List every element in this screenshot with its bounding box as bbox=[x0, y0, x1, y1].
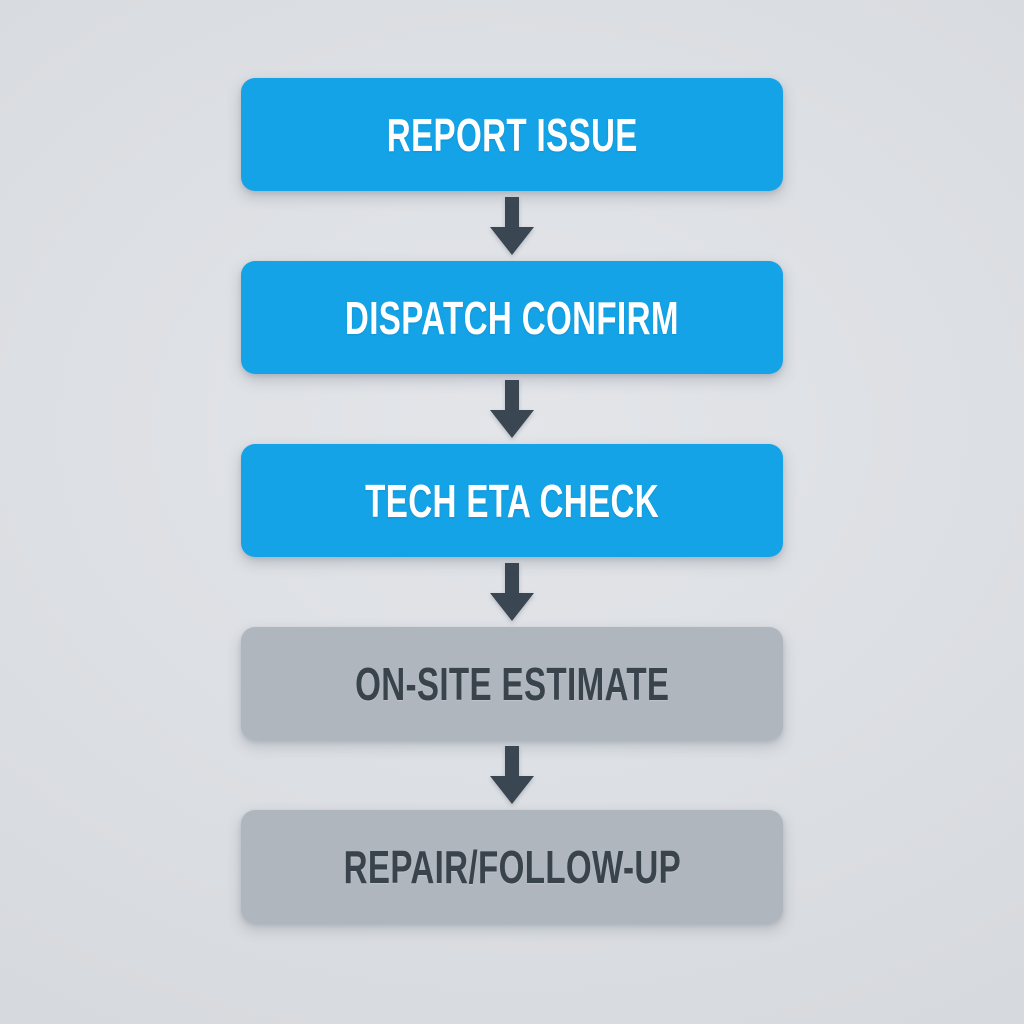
step-tech-eta-check: TECH ETA CHECK bbox=[241, 444, 783, 557]
step-repair-follow-up: REPAIR/FOLLOW-UP bbox=[241, 810, 783, 923]
flowchart: REPORT ISSUE DISPATCH CONFIRM TECH ETA C… bbox=[241, 78, 783, 923]
connector bbox=[489, 191, 535, 261]
step-dispatch-confirm: DISPATCH CONFIRM bbox=[241, 261, 783, 374]
down-arrow-icon bbox=[490, 746, 534, 804]
down-arrow-icon bbox=[490, 380, 534, 438]
connector bbox=[489, 740, 535, 810]
step-label: TECH ETA CHECK bbox=[365, 474, 659, 527]
step-label: DISPATCH CONFIRM bbox=[345, 291, 679, 344]
down-arrow-icon bbox=[490, 197, 534, 255]
step-on-site-estimate: ON-SITE ESTIMATE bbox=[241, 627, 783, 740]
step-label: REPAIR/FOLLOW-UP bbox=[343, 840, 681, 893]
connector bbox=[489, 374, 535, 444]
connector bbox=[489, 557, 535, 627]
step-label: REPORT ISSUE bbox=[386, 108, 638, 161]
step-report-issue: REPORT ISSUE bbox=[241, 78, 783, 191]
step-label: ON-SITE ESTIMATE bbox=[354, 657, 670, 710]
down-arrow-icon bbox=[490, 563, 534, 621]
